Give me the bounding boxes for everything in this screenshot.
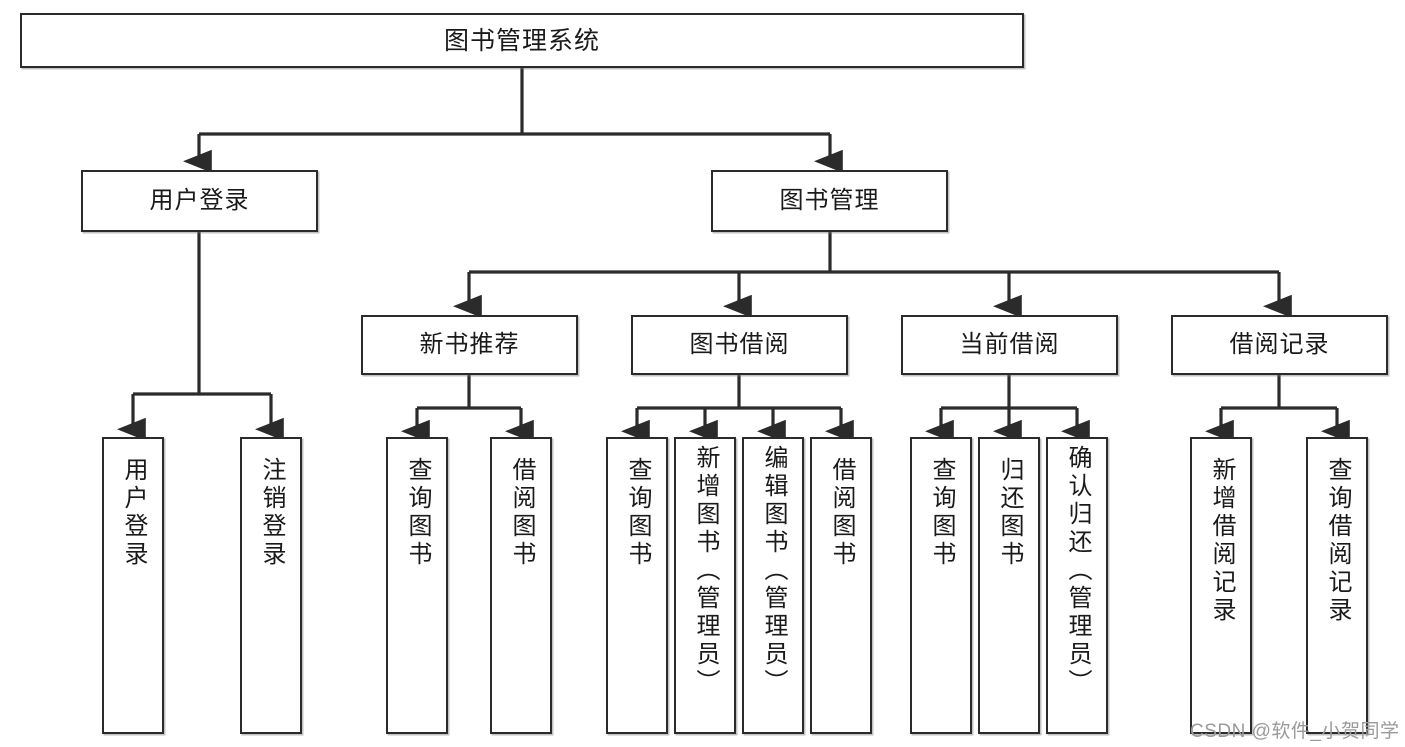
node-new-book-recommend[interactable]: 新书推荐	[361, 315, 578, 375]
leaf-edit-book[interactable]: 编辑图书（管理员）	[742, 437, 804, 734]
node-label: 新书推荐	[419, 330, 520, 358]
node-label: 查询图书	[928, 457, 955, 569]
watermark-text: CSDN @软件_小贺同学	[1190, 721, 1400, 742]
node-label: 编辑图书（管理员）	[760, 445, 787, 697]
node-label: 注销登录	[258, 457, 285, 569]
leaf-borrow-book-2[interactable]: 借阅图书	[810, 437, 872, 734]
node-label: 新增借阅记录	[1208, 457, 1235, 625]
node-label: 查询图书	[404, 457, 431, 569]
node-label: 确认归还（管理员）	[1064, 445, 1091, 697]
node-user-login[interactable]: 用户登录	[81, 170, 318, 232]
node-label: 借阅图书	[508, 457, 535, 569]
node-book-management[interactable]: 图书管理	[711, 170, 948, 232]
node-book-borrow[interactable]: 图书借阅	[631, 315, 848, 375]
leaf-borrow-book-1[interactable]: 借阅图书	[490, 437, 552, 734]
node-label: 借阅记录	[1229, 330, 1330, 358]
node-label: 图书管理	[779, 186, 880, 214]
node-label: 新增图书（管理员）	[692, 445, 719, 697]
leaf-query-record[interactable]: 查询借阅记录	[1306, 437, 1368, 734]
node-label: 图书管理系统	[443, 26, 600, 55]
node-label: 用户登录	[120, 457, 147, 569]
leaf-query-book-1[interactable]: 查询图书	[386, 437, 448, 734]
node-label: 查询图书	[624, 457, 651, 569]
leaf-return-book[interactable]: 归还图书	[978, 437, 1040, 734]
leaf-query-book-3[interactable]: 查询图书	[910, 437, 972, 734]
leaf-add-book[interactable]: 新增图书（管理员）	[674, 437, 736, 734]
node-root-system[interactable]: 图书管理系统	[20, 13, 1024, 68]
node-label: 用户登录	[149, 186, 250, 214]
node-label: 当前借阅	[959, 330, 1060, 358]
leaf-query-book-2[interactable]: 查询图书	[606, 437, 668, 734]
leaf-add-record[interactable]: 新增借阅记录	[1190, 437, 1252, 734]
leaf-user-login[interactable]: 用户登录	[102, 437, 164, 734]
node-label: 借阅图书	[828, 457, 855, 569]
leaf-confirm-return[interactable]: 确认归还（管理员）	[1046, 437, 1108, 734]
node-label: 归还图书	[996, 457, 1023, 569]
node-borrow-record[interactable]: 借阅记录	[1171, 315, 1388, 375]
leaf-user-logout[interactable]: 注销登录	[240, 437, 302, 734]
node-current-borrow[interactable]: 当前借阅	[901, 315, 1118, 375]
node-label: 图书借阅	[689, 330, 790, 358]
node-label: 查询借阅记录	[1324, 457, 1351, 625]
